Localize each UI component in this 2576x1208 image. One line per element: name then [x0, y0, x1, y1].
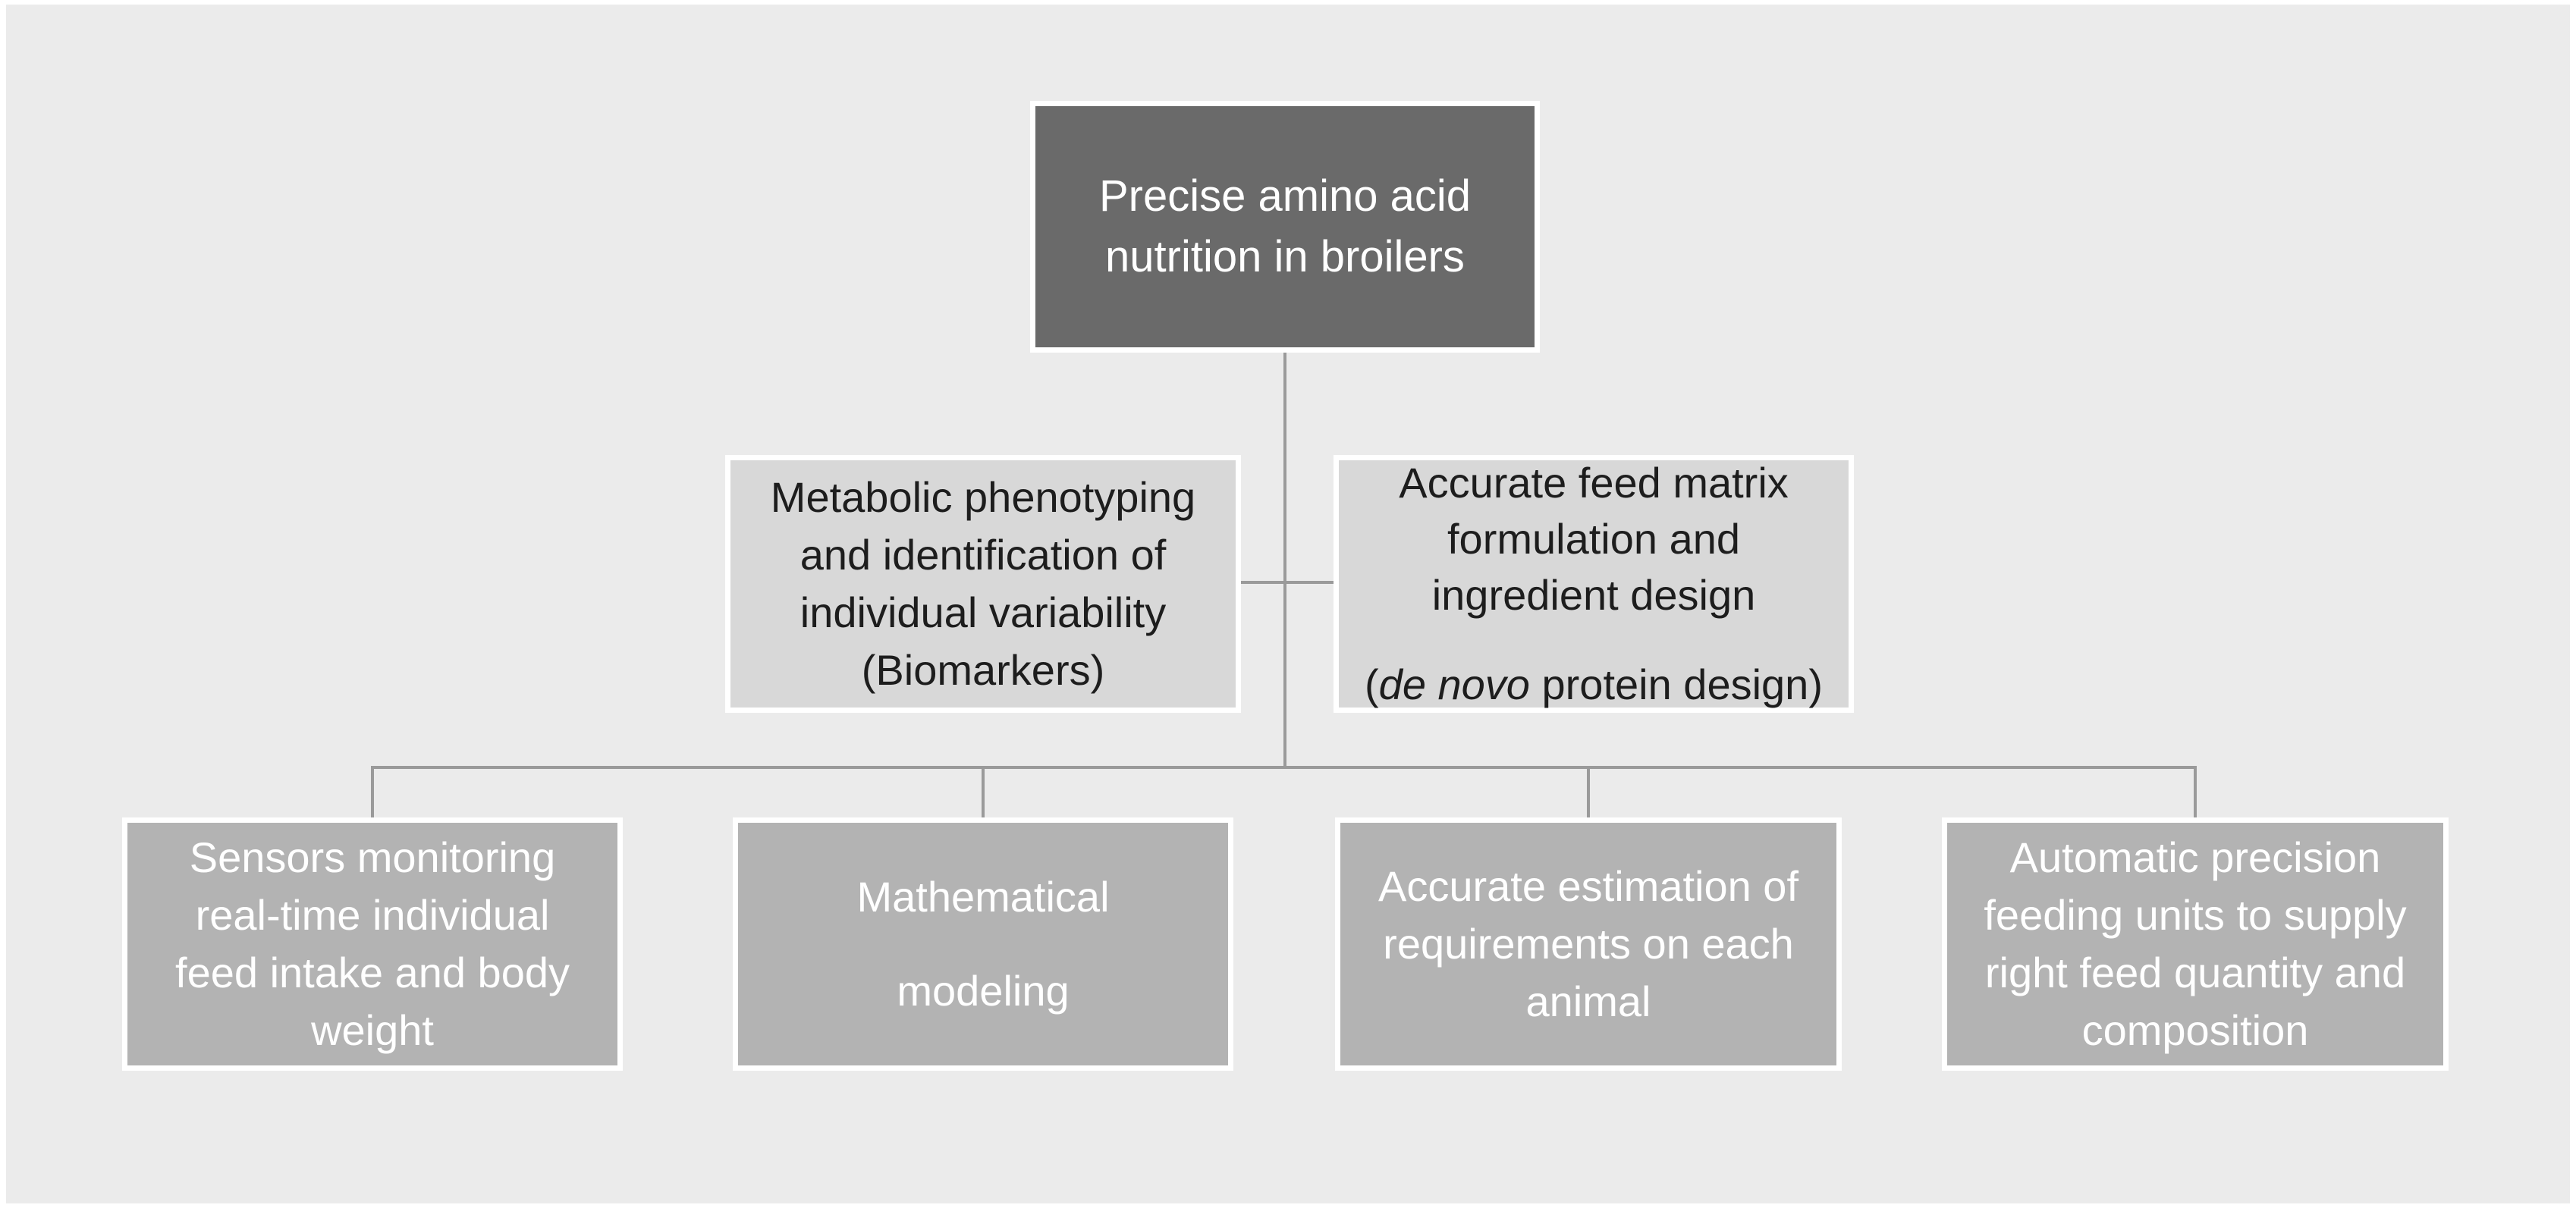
node-text-line: feeding units to supply: [1984, 891, 2407, 939]
node-accurate-estimation: Accurate estimation of requirements on e…: [1335, 817, 1842, 1071]
node-metabolic-phenotyping: Metabolic phenotyping and identification…: [725, 455, 1241, 713]
connector-root-vertical: [1283, 353, 1286, 769]
connector-stub-sensors: [371, 766, 374, 820]
node-text-line: Accurate estimation of: [1378, 862, 1799, 910]
node-text-line: right feed quantity and: [1984, 949, 2406, 996]
node-accurate-feed-matrix: Accurate feed matrix formulation and ing…: [1334, 455, 1854, 713]
node-text-line: individual variability: [800, 588, 1167, 636]
node-text-line: animal: [1525, 977, 1651, 1025]
node-text-line: (Biomarkers): [861, 646, 1105, 694]
node-text-line: Automatic precision: [2009, 833, 2381, 881]
connector-level3-horizontal: [371, 766, 2197, 769]
node-text-line: real-time individual: [195, 891, 550, 939]
connector-stub-feeding-units: [2194, 766, 2197, 820]
node-text-line: Precise amino acid: [1099, 171, 1471, 221]
connector-stub-modeling: [982, 766, 985, 820]
node-text-line: weight: [311, 1006, 434, 1054]
node-text-line: modeling: [897, 967, 1070, 1015]
node-text-line: nutrition in broilers: [1105, 232, 1465, 281]
node-mathematical-modeling: Mathematical modeling: [733, 817, 1233, 1071]
node-text-line: composition: [2081, 1006, 2309, 1054]
node-text-line: Accurate feed matrix: [1399, 459, 1789, 507]
paren-prefix: (: [1365, 660, 1379, 708]
paren-suffix: protein design): [1529, 660, 1823, 708]
node-text-line: Metabolic phenotyping: [770, 473, 1196, 521]
diagram-canvas: Precise amino acid nutrition in broilers…: [6, 5, 2570, 1203]
node-precise-amino-acid-nutrition: Precise amino acid nutrition in broilers: [1030, 101, 1540, 353]
node-sensors-monitoring: Sensors monitoring real-time individual …: [122, 817, 623, 1071]
node-text-line: and identification of: [800, 531, 1167, 579]
de-novo-italic: de novo: [1378, 660, 1530, 708]
node-text-line-de-novo: (de novo protein design): [1365, 657, 1823, 713]
node-text-line: requirements on each: [1383, 920, 1794, 968]
connector-stub-estimation: [1587, 766, 1590, 820]
node-text-line: feed intake and body: [175, 949, 570, 996]
node-text-line: ingredient design: [1431, 571, 1756, 619]
node-text-line: Mathematical: [856, 873, 1110, 921]
node-text-line: formulation and: [1447, 515, 1740, 563]
connector-level2-horizontal: [1241, 581, 1334, 584]
node-automatic-precision-feeding: Automatic precision feeding units to sup…: [1942, 817, 2449, 1071]
node-text-line: Sensors monitoring: [189, 833, 556, 881]
